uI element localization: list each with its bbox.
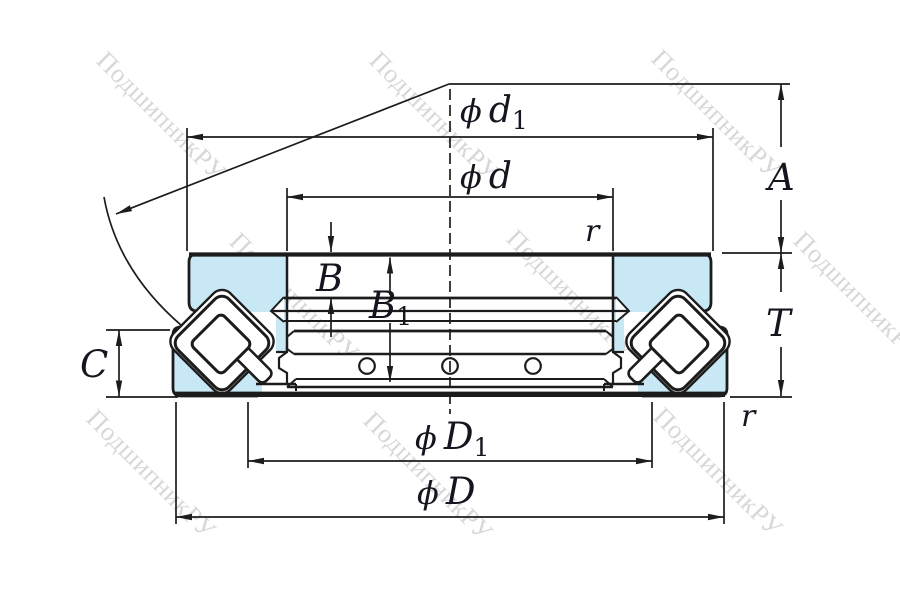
label-r-bottom: r — [741, 399, 757, 434]
watermark: ПодшипникРУ — [788, 226, 900, 367]
label-A: A — [765, 156, 795, 199]
bearing-left-section — [169, 252, 297, 398]
watermark: ПодшипникРУ — [648, 402, 789, 543]
watermark: ПодшипникРУ — [364, 46, 505, 187]
watermark: ПодшипникРУ — [81, 404, 222, 545]
washer-chamfer-notch — [269, 296, 285, 323]
cage-window — [190, 313, 252, 375]
washer-edge-jog — [277, 351, 289, 383]
race-edge-diag — [286, 378, 297, 388]
race-edge-diag — [285, 347, 295, 355]
label-B1: B1 — [368, 284, 412, 331]
sphere-arc — [103, 196, 183, 327]
cage-hole — [358, 357, 376, 375]
label-r-top: r — [585, 214, 601, 249]
label-B: B — [315, 257, 343, 300]
dimension-lines — [115, 84, 785, 521]
sphere-leader-line — [115, 83, 450, 215]
cage-hole — [524, 357, 542, 375]
race-edge-diag — [286, 330, 295, 338]
label-T: T — [766, 302, 793, 345]
watermark: ПодшипникРУ — [91, 46, 232, 187]
watermark: ПодшипникРУ — [646, 44, 787, 185]
label-C: C — [80, 343, 108, 386]
